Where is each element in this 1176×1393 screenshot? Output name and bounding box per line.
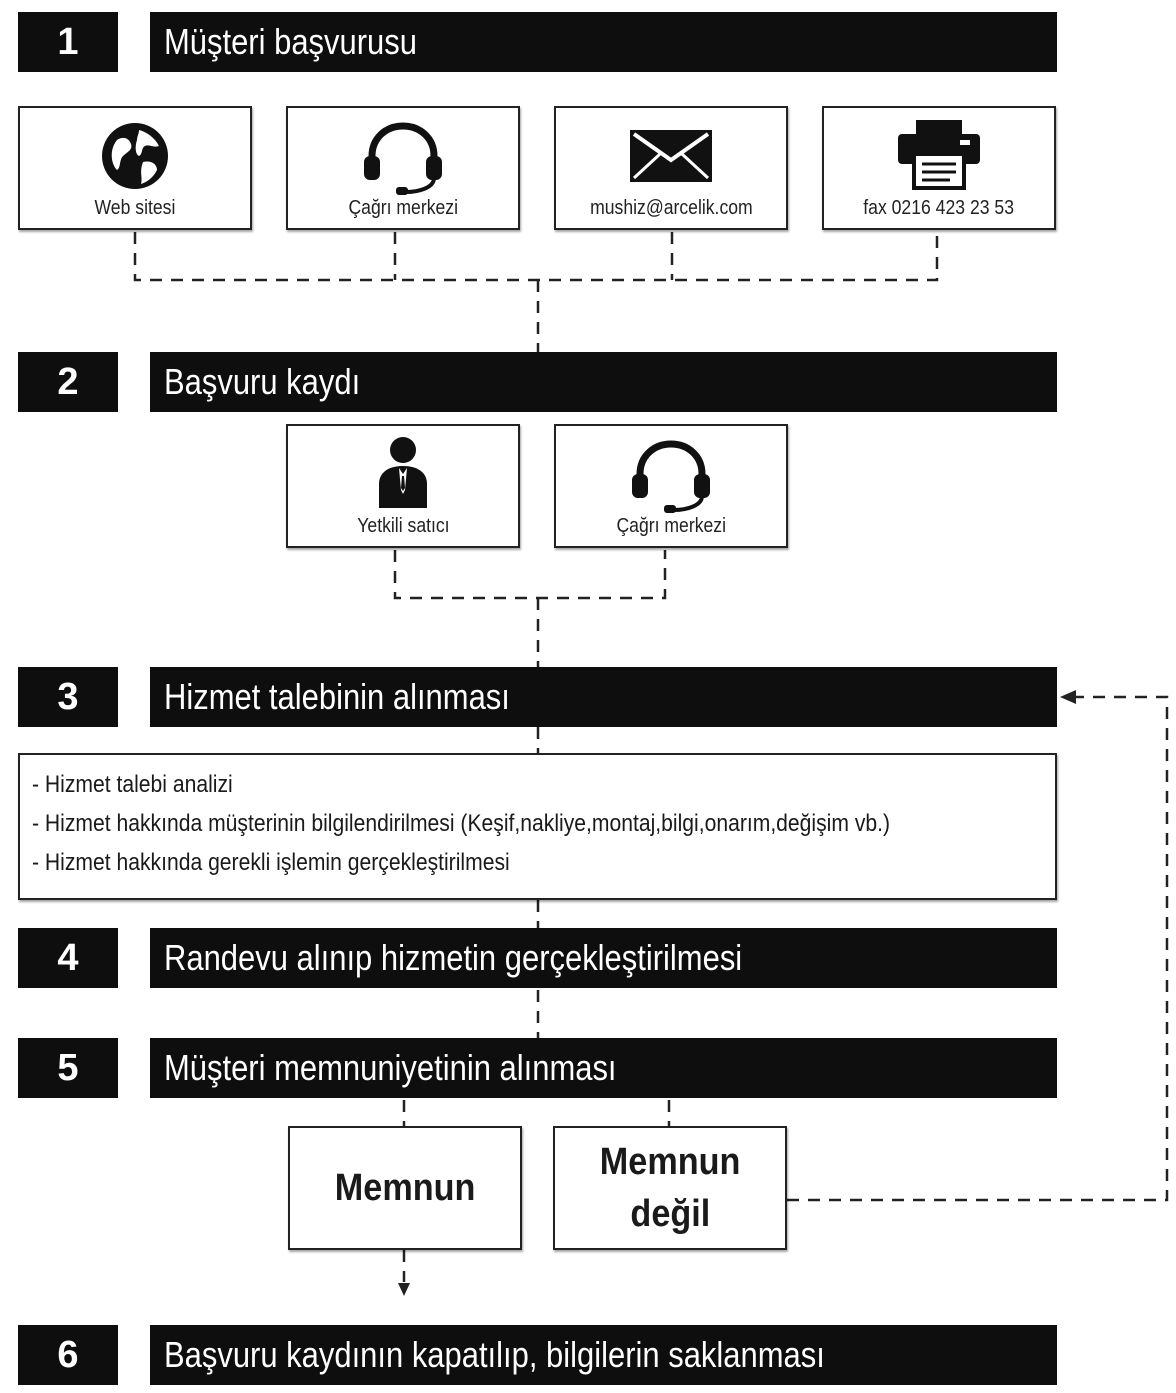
headset-icon bbox=[632, 440, 710, 513]
channel-label: Çağrı merkezi bbox=[348, 197, 458, 219]
envelope-icon bbox=[630, 130, 712, 182]
channel-label: Web sitesi bbox=[94, 197, 176, 219]
step-6-number: 6 bbox=[18, 1325, 118, 1385]
feedback-loop-line bbox=[787, 695, 1169, 1202]
outcome-not-satisfied: Memnun değil bbox=[553, 1126, 787, 1250]
person-icon bbox=[379, 437, 427, 508]
step-3-number: 3 bbox=[18, 667, 118, 727]
registration-dealer: Yetkili satıcı bbox=[286, 424, 520, 548]
step-5-title: Müşteri memnuniyetinin alınması bbox=[150, 1038, 1057, 1098]
outcome-satisfied: Memnun bbox=[288, 1126, 522, 1250]
registration-call-center: Çağrı merkezi bbox=[554, 424, 788, 548]
channel-label: mushiz@arcelik.com bbox=[589, 197, 753, 219]
globe-icon bbox=[102, 123, 168, 189]
registration-label: Yetkili satıcı bbox=[356, 515, 450, 537]
service-detail-item: - Hizmet hakkında gerekli işlemin gerçek… bbox=[32, 849, 510, 876]
service-detail-item: - Hizmet hakkında müşterinin bilgilendir… bbox=[32, 810, 891, 837]
step-4-number: 4 bbox=[18, 928, 118, 988]
service-detail-item: - Hizmet talebi analizi bbox=[32, 771, 233, 798]
step-1-number: 1 bbox=[18, 12, 118, 72]
step-6-title: Başvuru kaydının kapatılıp, bilgilerin s… bbox=[150, 1325, 1057, 1385]
outcome-not-satisfied-line1: Memnun bbox=[599, 1141, 741, 1183]
headset-icon bbox=[364, 122, 442, 195]
registration-connector bbox=[393, 550, 667, 600]
channel-web-site: Web sitesi bbox=[18, 106, 252, 230]
step-2-number: 2 bbox=[18, 352, 118, 412]
service-details-box: - Hizmet talebi analizi - Hizmet hakkınd… bbox=[18, 753, 1057, 900]
outcome-not-satisfied-line2: değil bbox=[630, 1193, 710, 1235]
feedback-arrowhead bbox=[1060, 690, 1076, 704]
registration-label: Çağrı merkezi bbox=[616, 515, 726, 537]
channels-connector bbox=[133, 232, 939, 282]
step-3-title: Hizmet talebinin alınması bbox=[150, 667, 1057, 727]
step-1-title: Müşteri başvurusu bbox=[150, 12, 1057, 72]
step-5-number: 5 bbox=[18, 1038, 118, 1098]
channel-fax: fax 0216 423 23 53 bbox=[822, 106, 1056, 230]
channel-label: fax 0216 423 23 53 bbox=[863, 197, 1015, 219]
channel-email: mushiz@arcelik.com bbox=[554, 106, 788, 230]
channel-call-center: Çağrı merkezi bbox=[286, 106, 520, 230]
down-arrowhead bbox=[398, 1283, 410, 1296]
fax-icon bbox=[898, 120, 980, 190]
step-2-title: Başvuru kaydı bbox=[150, 352, 1057, 412]
step-4-title: Randevu alınıp hizmetin gerçekleştirilme… bbox=[150, 928, 1057, 988]
